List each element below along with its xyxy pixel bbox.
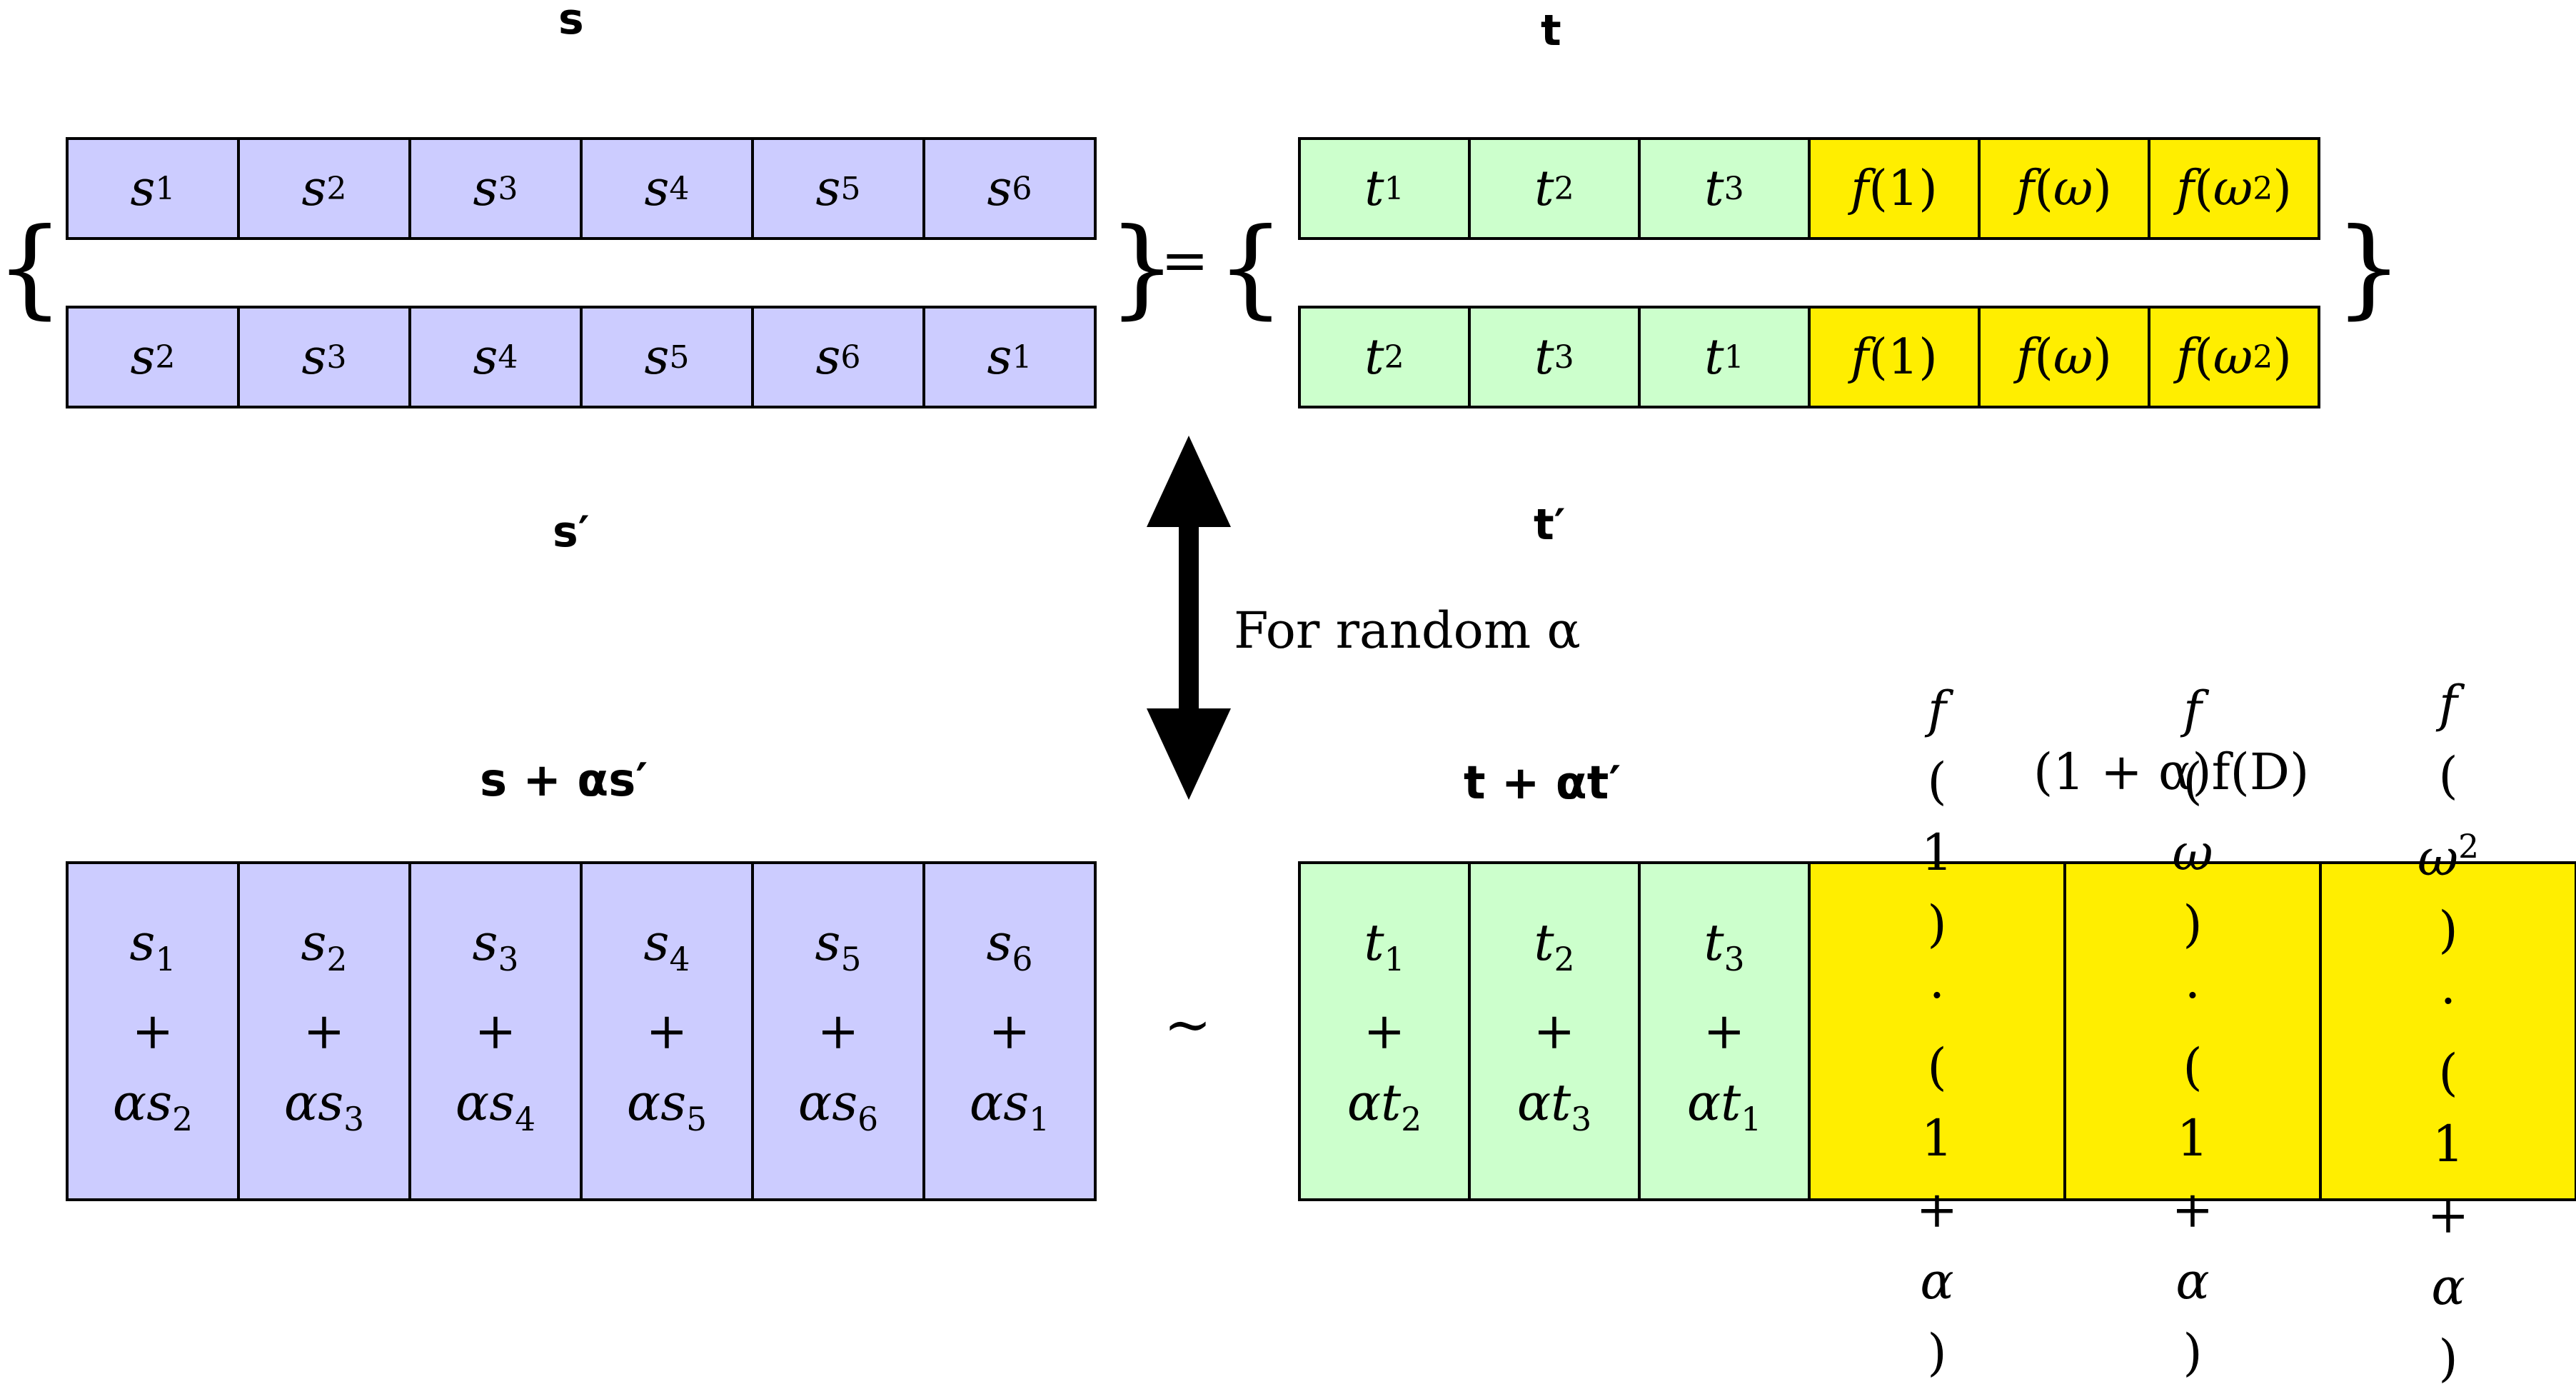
t-plus-alpha-line: + xyxy=(1703,1002,1746,1060)
t-plus-alpha-line: αt3 xyxy=(1516,1073,1592,1138)
f-times-line: f(ω) xyxy=(2172,681,2213,953)
close-brace-left: } xyxy=(1108,206,1177,330)
t-plus-alpha-cell: t3 + αt1 xyxy=(1638,861,1811,1201)
open-brace-left: { xyxy=(0,206,64,330)
label-t: t xyxy=(1541,6,1561,56)
t-plus-alpha-line: t1 xyxy=(1364,913,1405,978)
s-plus-alpha-line: + xyxy=(131,1002,174,1060)
label-for-random-alpha: For random α xyxy=(1234,601,1581,660)
t-plus-alpha-line: + xyxy=(1533,1002,1576,1060)
f-times-cell: f(ω) · (1 + α) xyxy=(2063,681,2322,1382)
t-row-2-cell: f(1) xyxy=(1808,306,1981,408)
s-plus-alpha-line: + xyxy=(303,1002,346,1060)
f-times-line: (1 + α) xyxy=(1916,1038,1958,1382)
f-times-line: (1 + α) xyxy=(2171,1038,2214,1382)
t-plus-alpha-line: αt1 xyxy=(1686,1073,1762,1138)
label-f-d: (1 + α)f(D) xyxy=(2033,743,2310,801)
f-times-cell: f(ω2) · (1 + α) xyxy=(2319,675,2576,1388)
double-arrow-icon xyxy=(1147,436,1231,800)
s-plus-alpha-line: s2 xyxy=(301,913,348,978)
s-plus-alpha-line: s4 xyxy=(643,913,690,978)
s-plus-alpha-line: s6 xyxy=(986,913,1033,978)
t-row-2-cell: f(ω) xyxy=(1978,306,2150,408)
s-plus-alpha-line: + xyxy=(988,1002,1031,1060)
close-brace-right: } xyxy=(2335,206,2403,330)
s-plus-alpha-line: s5 xyxy=(815,913,862,978)
s-plus-alpha-cell: s3 + αs4 xyxy=(408,861,583,1201)
t-row-1-cell: f(ω) xyxy=(1978,137,2150,240)
t-plus-alpha-cell: t2 + αt3 xyxy=(1468,861,1641,1201)
t-plus-alpha-cell: t1 + αt2 xyxy=(1298,861,1471,1201)
label-s-prime: s′ xyxy=(553,507,590,557)
s-plus-alpha-cell: s4 + αs5 xyxy=(580,861,754,1201)
s-plus-alpha-line: s3 xyxy=(472,913,519,978)
s-plus-alpha-line: αs4 xyxy=(455,1073,536,1138)
s-plus-alpha-line: αs5 xyxy=(626,1073,708,1138)
f-times-line: · xyxy=(2184,966,2201,1025)
s-plus-alpha-cell: s5 + αs6 xyxy=(751,861,925,1201)
label-s-plus-alpha-s-prime: s + αs′ xyxy=(480,754,648,807)
s-plus-alpha-line: αs6 xyxy=(798,1073,879,1138)
equals-sign: = xyxy=(1161,227,1209,294)
label-t-prime: t′ xyxy=(1534,500,1566,550)
s-plus-alpha-line: αs1 xyxy=(969,1073,1050,1138)
open-brace-right: { xyxy=(1217,206,1285,330)
tilde-sign: ~ xyxy=(1164,991,1212,1058)
t-row-1-cell: f(1) xyxy=(1808,137,1981,240)
f-times-line: · xyxy=(1928,966,1946,1025)
s-plus-alpha-line: αs3 xyxy=(283,1073,365,1138)
f-times-line: · xyxy=(2440,971,2457,1031)
s-plus-alpha-cell: s6 + αs1 xyxy=(922,861,1097,1201)
t-plus-alpha-line: t3 xyxy=(1704,913,1745,978)
f-times-line: f(ω2) xyxy=(2417,675,2480,959)
s-plus-alpha-cell: s2 + αs3 xyxy=(237,861,411,1201)
s-plus-alpha-cell: s1 + αs2 xyxy=(66,861,240,1201)
f-times-line: (1 + α) xyxy=(2427,1043,2470,1388)
label-t-plus-alpha-t-prime: t + αt′ xyxy=(1464,757,1621,810)
f-times-cell: f(1) · (1 + α) xyxy=(1808,681,2066,1382)
f-times-line: f(1) xyxy=(1921,681,1953,953)
t-plus-alpha-line: αt2 xyxy=(1347,1073,1422,1138)
s-plus-alpha-line: αs2 xyxy=(112,1073,193,1138)
s-plus-alpha-line: + xyxy=(645,1002,688,1060)
s-plus-alpha-line: + xyxy=(474,1002,517,1060)
s-plus-alpha-line: s1 xyxy=(129,913,176,978)
s-plus-alpha-line: + xyxy=(817,1002,860,1060)
t-plus-alpha-line: + xyxy=(1363,1002,1406,1060)
label-s: s xyxy=(558,0,584,44)
t-plus-alpha-line: t2 xyxy=(1534,913,1575,978)
